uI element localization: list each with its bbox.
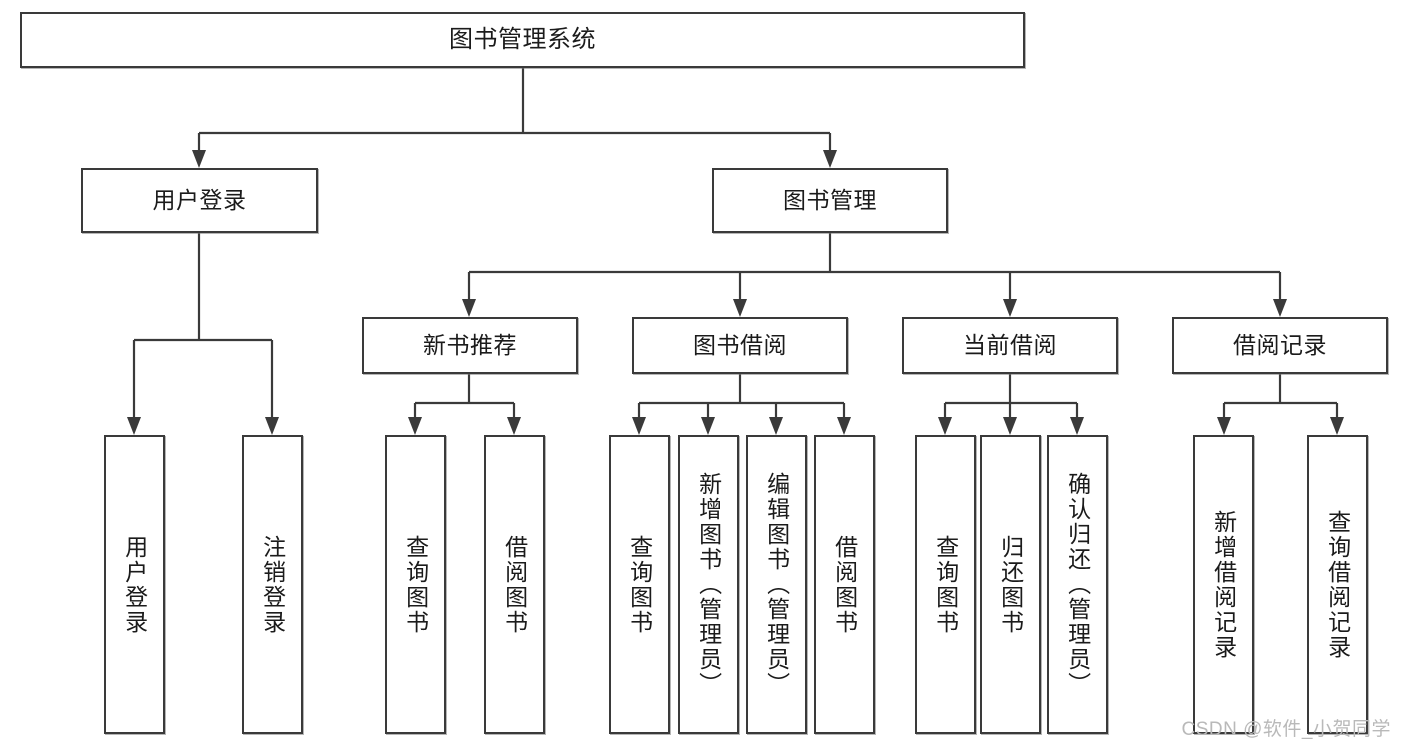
arrow-leaf-user-login (127, 417, 141, 435)
arrow-bb-leaf-2 (701, 417, 715, 435)
leaf-user-login-label: 用户登录 (121, 534, 148, 635)
leaf-newbook-query-book[interactable]: 查询图书 (385, 435, 446, 734)
leaf-record-add-label: 新增借阅记录 (1210, 509, 1237, 660)
leaf-borrow-borrow-book[interactable]: 借阅图书 (814, 435, 875, 734)
arrow-nb-leaf-2 (507, 417, 521, 435)
leaf-record-query[interactable]: 查询借阅记录 (1307, 435, 1368, 734)
node-borrow-record[interactable]: 借阅记录 (1172, 317, 1388, 374)
node-user-login-label: 用户登录 (152, 187, 247, 214)
leaf-current-confirm-return-label: 确认归还（管理员） (1064, 472, 1091, 697)
leaf-current-confirm-return[interactable]: 确认归还（管理员） (1047, 435, 1108, 734)
node-current-borrow-label: 当前借阅 (963, 332, 1057, 359)
node-user-login[interactable]: 用户登录 (81, 168, 318, 233)
arrow-nb-leaf-1 (408, 417, 422, 435)
leaf-borrow-add-book-label: 新增图书（管理员） (695, 472, 722, 697)
arrow-bb-leaf-3 (769, 417, 783, 435)
arrow-book-borrow (733, 299, 747, 317)
node-book-management[interactable]: 图书管理 (712, 168, 948, 233)
arrow-user-login (192, 150, 206, 168)
leaf-record-add[interactable]: 新增借阅记录 (1193, 435, 1254, 734)
leaf-record-query-label: 查询借阅记录 (1324, 509, 1351, 660)
arrow-bb-leaf-1 (632, 417, 646, 435)
arrow-cb-leaf-3 (1070, 417, 1084, 435)
leaf-current-return-book[interactable]: 归还图书 (980, 435, 1041, 734)
leaf-borrow-query-book[interactable]: 查询图书 (609, 435, 670, 734)
leaf-current-return-book-label: 归还图书 (997, 534, 1024, 635)
node-book-management-label: 图书管理 (783, 187, 877, 214)
arrow-current-borrow (1003, 299, 1017, 317)
leaf-current-query-book-label: 查询图书 (932, 534, 959, 635)
leaf-user-login[interactable]: 用户登录 (104, 435, 165, 734)
arrow-leaf-logout (265, 417, 279, 435)
csdn-watermark: CSDN @软件_小贺同学 (1181, 719, 1391, 740)
leaf-borrow-edit-book[interactable]: 编辑图书（管理员） (746, 435, 807, 734)
leaf-borrow-add-book[interactable]: 新增图书（管理员） (678, 435, 739, 734)
arrow-cb-leaf-1 (938, 417, 952, 435)
node-root-label: 图书管理系统 (449, 26, 596, 54)
node-new-book-recommend-label: 新书推荐 (423, 332, 517, 359)
leaf-borrow-query-book-label: 查询图书 (626, 534, 653, 635)
leaf-borrow-edit-book-label: 编辑图书（管理员） (763, 472, 790, 697)
arrow-bb-leaf-4 (837, 417, 851, 435)
arrow-cb-leaf-2 (1003, 417, 1017, 435)
arrow-new-book (462, 299, 476, 317)
leaf-borrow-borrow-book-label: 借阅图书 (831, 534, 858, 635)
node-root[interactable]: 图书管理系统 (20, 12, 1025, 68)
node-new-book-recommend[interactable]: 新书推荐 (362, 317, 578, 374)
node-book-borrow[interactable]: 图书借阅 (632, 317, 848, 374)
node-borrow-record-label: 借阅记录 (1233, 332, 1327, 359)
node-current-borrow[interactable]: 当前借阅 (902, 317, 1118, 374)
arrow-br-leaf-2 (1330, 417, 1344, 435)
arrow-br-leaf-1 (1217, 417, 1231, 435)
leaf-logout-label: 注销登录 (259, 534, 286, 635)
leaf-newbook-query-book-label: 查询图书 (402, 534, 429, 635)
leaf-newbook-borrow-book[interactable]: 借阅图书 (484, 435, 545, 734)
leaf-current-query-book[interactable]: 查询图书 (915, 435, 976, 734)
arrow-book-mgmt (823, 150, 837, 168)
leaf-logout[interactable]: 注销登录 (242, 435, 303, 734)
arrow-borrow-record (1273, 299, 1287, 317)
node-book-borrow-label: 图书借阅 (693, 332, 787, 359)
leaf-newbook-borrow-book-label: 借阅图书 (501, 534, 528, 635)
